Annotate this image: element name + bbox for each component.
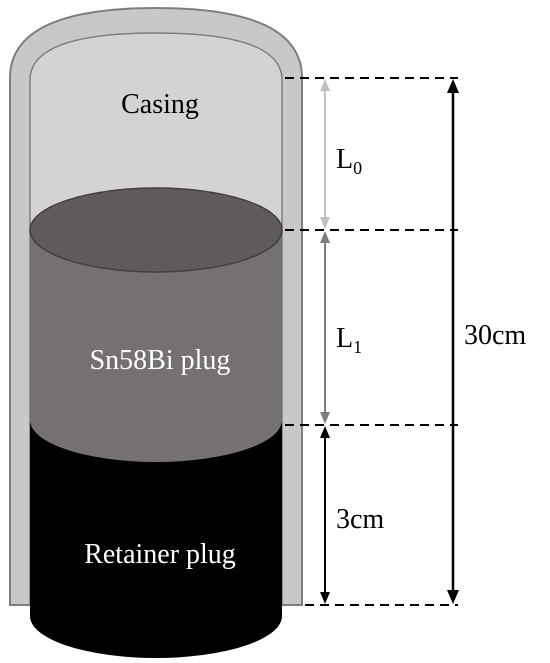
- sn58bi-plug-label: Sn58Bi plug: [90, 345, 231, 376]
- sn58bi-plug-top: [29, 187, 283, 273]
- l0-label-sub: 0: [353, 158, 362, 178]
- casing-label: Casing: [121, 89, 199, 120]
- retainer-height-label: 3cm: [336, 504, 384, 535]
- retainer-plug-label: Retainer plug: [84, 539, 236, 570]
- l0-arrow: [320, 79, 330, 229]
- l1-label-sub: 1: [353, 337, 362, 357]
- retainer-height-arrow: [320, 426, 330, 604]
- l0-label: L0: [336, 144, 362, 178]
- l0-label-base: L: [336, 144, 353, 175]
- retainer-plug-bottom: [30, 574, 282, 658]
- total-height-arrow: [447, 79, 459, 604]
- l1-label-base: L: [336, 323, 353, 354]
- l1-label: L1: [336, 323, 362, 357]
- l1-arrow: [320, 231, 330, 424]
- total-height-label: 30cm: [464, 320, 526, 351]
- sn58bi-plug-body: [30, 230, 282, 462]
